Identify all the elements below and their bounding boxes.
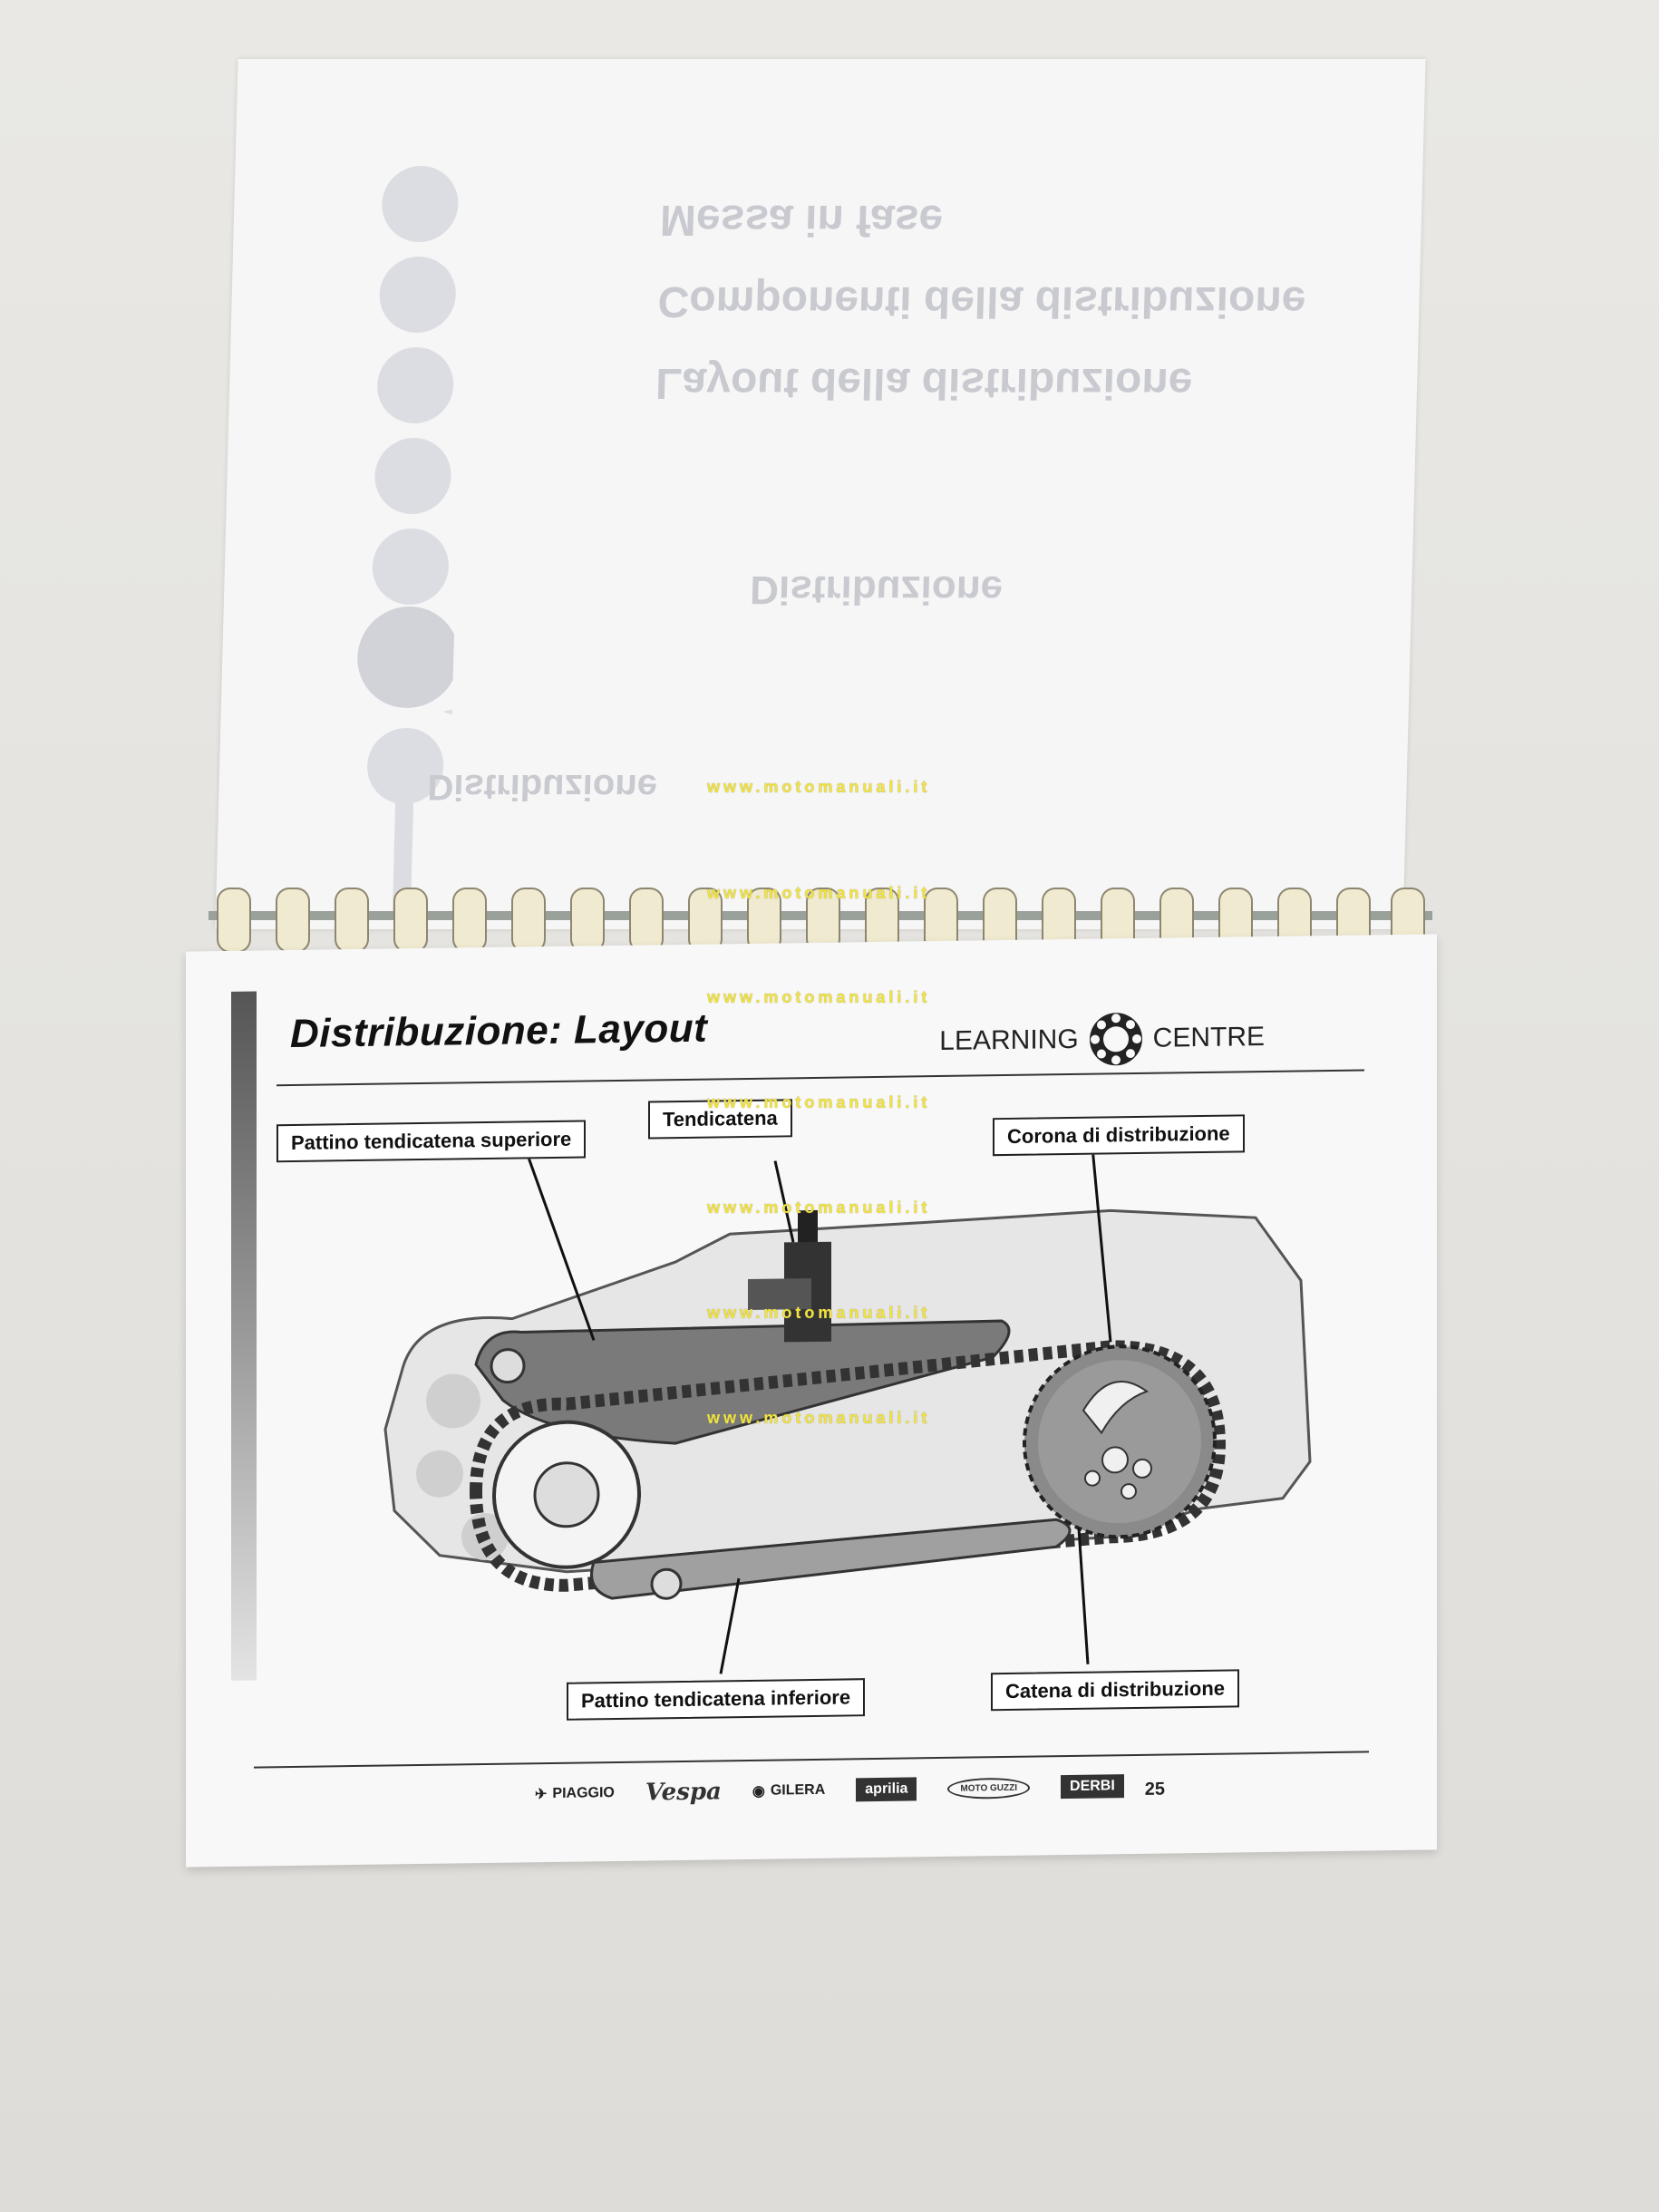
- timing-chain-diagram: [383, 1136, 1312, 1674]
- footer-divider: [254, 1751, 1369, 1769]
- callout-sprocket: Corona di distribuzione: [993, 1114, 1245, 1157]
- callout-chain: Catena di distribuzione: [991, 1669, 1240, 1712]
- watermark-text: www.motomanuali.it: [707, 988, 931, 1006]
- watermark-text: www.motomanuali.it: [707, 1198, 931, 1217]
- watermark-text: www.motomanuali.it: [707, 1409, 931, 1427]
- chapter-side-bar: [231, 991, 257, 1681]
- document-page: Distribuzione: Layout LEARNING CENTRE: [186, 934, 1437, 1868]
- learning-centre-logo: LEARNING CENTRE: [939, 1009, 1265, 1070]
- callout-upper-pad: Pattino tendicatena superiore: [276, 1120, 587, 1163]
- watermark-text: www.motomanuali.it: [707, 1093, 931, 1111]
- brand-word-left: LEARNING: [939, 1024, 1079, 1057]
- logo-piaggio: ✈ PIAGGIO: [535, 1784, 615, 1803]
- ghost-section-title: Distribuzione: [749, 568, 1004, 612]
- callout-lower-pad: Pattino tendicatena inferiore: [567, 1678, 866, 1721]
- logo-gilera-text: GILERA: [770, 1781, 826, 1799]
- watermark-text: www.motomanuali.it: [707, 884, 931, 902]
- ghost-text-line: Layout della distribuzione: [655, 359, 1193, 407]
- brand-logos: ✈ PIAGGIO Vespa ◉ GILERA aprilia MOTO GU…: [535, 1772, 1124, 1808]
- ghost-footer-title: Distribuzione: [426, 767, 658, 807]
- ghost-text-line: Componenti della distribuzione: [656, 277, 1306, 325]
- gear-icon: [1089, 1013, 1142, 1066]
- brand-word-right: CENTRE: [1152, 1022, 1265, 1053]
- logo-vespa: Vespa: [645, 1778, 722, 1807]
- ghost-text-line: Messa in fase: [659, 196, 944, 244]
- logo-gilera: ◉ GILERA: [752, 1781, 825, 1800]
- page-title: Distribuzione: Layout: [290, 1005, 708, 1057]
- title-divider: [276, 1069, 1364, 1087]
- watermark-text: www.motomanuali.it: [707, 778, 931, 796]
- gilera-icon: ◉: [752, 1783, 765, 1800]
- logo-aprilia: aprilia: [856, 1777, 917, 1802]
- piaggio-icon: ✈: [535, 1787, 548, 1803]
- logo-moto-guzzi: MOTO GUZZI: [947, 1777, 1031, 1800]
- page-number: 25: [1144, 1779, 1165, 1800]
- watermark-text: www.motomanuali.it: [707, 1304, 931, 1322]
- ghost-chapter-dots: [357, 166, 467, 920]
- logo-derbi: DERBI: [1061, 1774, 1124, 1800]
- logo-piaggio-text: PIAGGIO: [552, 1785, 615, 1801]
- upper-page: Messa in fase Componenti della distribuz…: [215, 59, 1426, 929]
